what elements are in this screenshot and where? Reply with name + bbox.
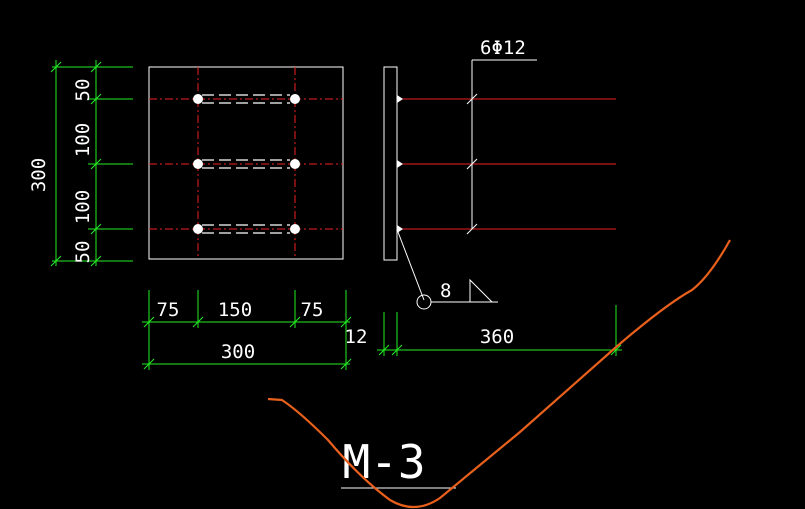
dim-label-150: 150: [218, 299, 252, 321]
anchor-hole: [193, 224, 203, 234]
weld-mark: [397, 225, 403, 233]
side-view-dimensions: 12 360: [345, 305, 622, 356]
plan-view: [148, 66, 344, 260]
freehand-markup-stroke: [267, 239, 731, 509]
drawing-title-block: M-3: [341, 435, 456, 489]
dim-label-total-width: 300: [221, 341, 255, 363]
dim-label-75-left: 75: [157, 299, 180, 321]
dim-label-50-bottom: 50: [72, 241, 94, 264]
dim-label-plate-thickness: 12: [345, 326, 368, 348]
drawing-title: M-3: [342, 435, 425, 489]
hidden-bar-lines: [202, 94, 290, 234]
anchor-holes: [193, 94, 300, 234]
weld-mark: [397, 160, 403, 168]
anchor-hole: [290, 159, 300, 169]
anchor-hole: [290, 94, 300, 104]
weld-leader: [397, 231, 425, 301]
dim-label-100-upper: 100: [72, 123, 94, 157]
plate-section: [383, 66, 398, 261]
anchor-hole: [193, 159, 203, 169]
vertical-dimensions: 50 100 100 50 300: [28, 60, 133, 267]
bar-callout-label: 6Φ12: [480, 37, 526, 59]
dim-label-100-lower: 100: [72, 190, 94, 224]
anchor-hole: [193, 94, 203, 104]
weld-mark: [397, 95, 403, 103]
weld-all-around-symbol: [416, 294, 432, 310]
weld-size-label: 8: [440, 280, 451, 302]
dim-label-total-height: 300: [28, 158, 50, 192]
fillet-weld-symbol: [469, 278, 493, 303]
dim-label-anchor-length: 360: [480, 326, 514, 348]
horizontal-dimensions: 75 150 75 300: [142, 290, 352, 370]
plate-outline: [148, 66, 344, 260]
anchor-hole: [290, 224, 300, 234]
dim-label-75-right: 75: [301, 299, 324, 321]
dim-label-50-top: 50: [72, 79, 94, 102]
side-view: 6Φ12 8: [383, 37, 616, 310]
